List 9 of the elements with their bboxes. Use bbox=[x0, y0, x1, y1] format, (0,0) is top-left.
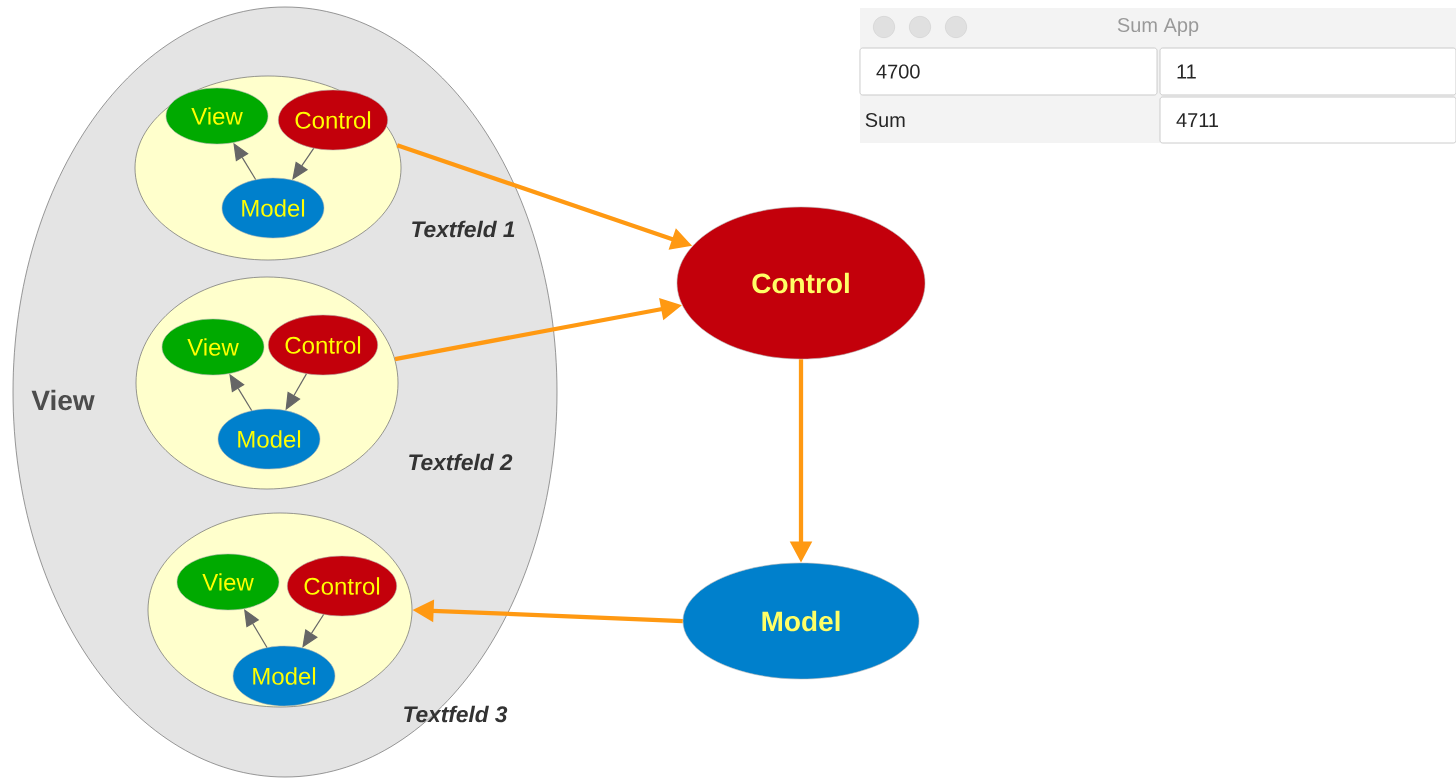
arrow bbox=[302, 613, 325, 648]
text-field: 4700 bbox=[859, 47, 1158, 96]
text-field: 4711 bbox=[1159, 96, 1456, 144]
text-field: 11 bbox=[1159, 47, 1456, 96]
node-caption: Textfeld 1 bbox=[412, 220, 515, 238]
node-caption: Textfeld 2 bbox=[409, 453, 513, 471]
arrow bbox=[292, 147, 315, 180]
node-caption: Textfeld 3 bbox=[404, 705, 508, 723]
field-label: Sum bbox=[865, 112, 905, 128]
